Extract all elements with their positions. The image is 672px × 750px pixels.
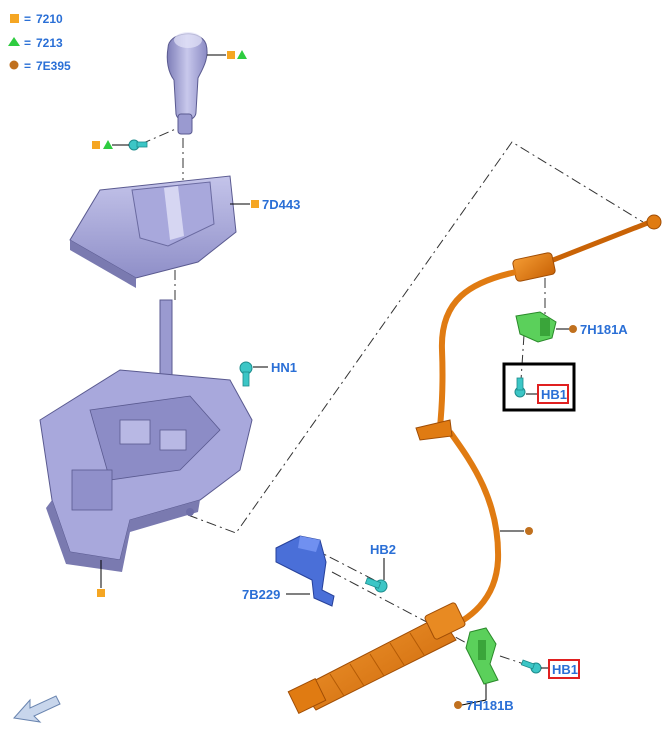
hb1-lower-bolt	[520, 659, 542, 674]
clip-upper	[515, 311, 557, 343]
legend-square-icon	[10, 14, 19, 23]
legend-circle-code: 7E395	[36, 59, 71, 73]
legend-square-code: 7210	[36, 12, 63, 26]
label-7d443: 7D443	[262, 197, 300, 212]
label-hb1-lower: HB1	[552, 662, 578, 677]
assembly-line-hb1	[520, 334, 525, 381]
legend-triangle-eq: =	[24, 36, 31, 50]
bolt-triangle-icon	[103, 140, 113, 149]
assembly-line-cable	[187, 141, 644, 534]
label-hb2: HB2	[370, 542, 396, 557]
shift-cable	[287, 214, 662, 715]
legend-circle-icon	[9, 60, 19, 70]
legend-triangle-icon	[8, 37, 20, 46]
shift-boot	[69, 175, 237, 288]
cable-circle-icon	[525, 527, 533, 535]
legend-triangle-code: 7213	[36, 36, 63, 50]
hb2-bolt	[364, 577, 388, 593]
label-hn1: HN1	[271, 360, 297, 375]
orientation-arrow-icon	[13, 695, 61, 723]
clip-lower	[465, 627, 499, 685]
housing-square-icon	[97, 589, 105, 597]
knob-triangle-icon	[237, 50, 247, 59]
legend-square-eq: =	[24, 12, 31, 26]
hn1-bolt	[239, 361, 253, 387]
shift-knob	[166, 32, 208, 135]
label-hb1-upper: HB1	[541, 387, 567, 402]
assembly-line-hb2	[311, 547, 379, 583]
legend: = 7210 = 7213 = 7E395	[8, 12, 71, 73]
bracket	[275, 535, 335, 607]
knob-square-icon	[227, 51, 235, 59]
hb1-lower-red-box	[548, 659, 580, 679]
clip-upper-circle-icon	[569, 325, 577, 333]
assembly-line-bolt	[140, 127, 179, 145]
clip-lower-circle-icon	[454, 701, 462, 709]
hb1-upper-bolt	[514, 377, 526, 398]
label-7b229: 7B229	[242, 587, 280, 602]
selector-housing	[39, 299, 253, 572]
legend-circle-eq: =	[24, 59, 31, 73]
hb1-upper-red-box	[537, 384, 569, 404]
label-7h181b: 7H181B	[466, 698, 514, 713]
boot-square-icon	[251, 200, 259, 208]
highlight-box-hb1-upper	[502, 362, 576, 412]
knob-bolt	[128, 139, 148, 151]
bolt-square-icon	[92, 141, 100, 149]
label-7h181a: 7H181A	[580, 322, 628, 337]
